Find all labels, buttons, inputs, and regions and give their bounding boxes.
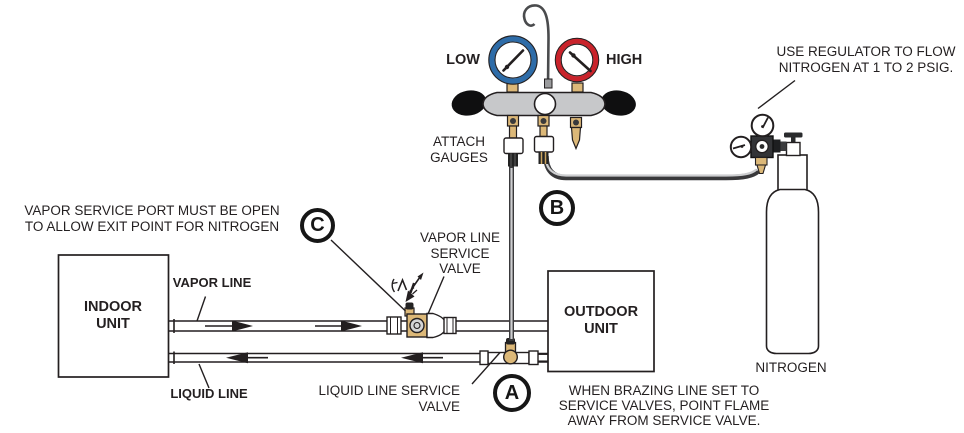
leader-vapor-valve <box>427 276 445 315</box>
vapor-line-service-valve-label: VAPOR LINE SERVICE VALVE <box>419 230 501 276</box>
nitrogen-regulator <box>729 113 803 175</box>
hose-manifold-to-regulator <box>543 155 760 181</box>
leader-regulator-note <box>757 79 796 110</box>
regulator-side-gauge <box>729 135 753 159</box>
vapor-line-pipe <box>168 319 548 333</box>
brazing-note: WHEN BRAZING LINE SET TO SERVICE VALVES,… <box>558 383 770 428</box>
nitrogen-exit-spray <box>391 272 424 302</box>
high-gauge-label: HIGH <box>606 52 643 68</box>
manifold-left-port <box>503 114 524 167</box>
liquid-line-service-valve-label: LIQUID LINE SERVICE VALVE <box>318 383 460 414</box>
liquid-line-label: LIQUID LINE <box>170 386 248 401</box>
liquid-flow-arrows <box>226 352 443 364</box>
vapor-port-note: VAPOR SERVICE PORT MUST BE OPEN TO ALLOW… <box>24 203 280 234</box>
leader-vapor-line <box>196 296 207 322</box>
low-side-handwheel <box>451 90 487 116</box>
manifold-right-port <box>569 116 583 151</box>
vapor-line-service-valve <box>386 302 457 339</box>
attach-gauges-label: ATTACH GAUGES <box>430 134 488 165</box>
tank-valve-handle <box>784 132 803 138</box>
outdoor-unit-box <box>547 270 655 373</box>
outdoor-unit-label: OUTDOOR UNIT <box>563 304 639 337</box>
leader-callout-c <box>330 239 406 312</box>
regulator-note: USE REGULATOR TO FLOW NITROGEN AT 1 TO 2… <box>776 44 956 75</box>
vapor-flow-arrows <box>205 320 362 332</box>
callout-c: C <box>300 208 335 243</box>
liquid-line-service-valve <box>479 338 548 366</box>
indoor-unit-label: INDOOR UNIT <box>84 299 142 332</box>
low-gauge-label: LOW <box>446 52 480 68</box>
manifold-gauge-set <box>451 4 636 167</box>
regulator-top-gauge <box>750 113 775 138</box>
leader-liquid-valve <box>471 352 501 385</box>
callout-a: A <box>493 374 531 412</box>
low-pressure-gauge <box>488 35 538 85</box>
leader-lines <box>196 79 796 389</box>
leader-liquid-line <box>198 363 210 389</box>
manifold-center-port <box>533 114 555 164</box>
vapor-line-label: VAPOR LINE <box>172 275 252 290</box>
hanging-hook <box>522 4 550 87</box>
nitrogen-tank <box>765 154 820 355</box>
high-side-handwheel <box>601 90 636 116</box>
indoor-unit-box <box>57 254 170 378</box>
high-pressure-gauge <box>554 37 600 83</box>
manifold-sight-glass <box>533 92 557 116</box>
callout-b: B <box>539 190 575 226</box>
nitrogen-label: NITROGEN <box>755 360 827 375</box>
